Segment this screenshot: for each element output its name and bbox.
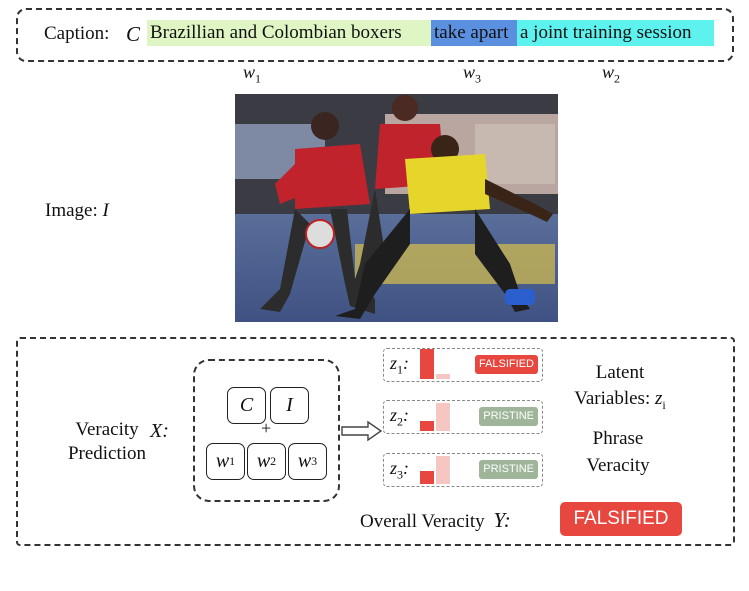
- prediction-box: [16, 337, 735, 546]
- word-label-w2: w2: [602, 62, 621, 86]
- latent-row-z1: z1: FALSIFIED: [383, 348, 543, 382]
- input-group-box: [193, 359, 340, 502]
- caption-symbol: C: [126, 22, 141, 46]
- caption-box: [16, 8, 734, 62]
- latent-variables-label: Latent Variables: zi: [574, 362, 666, 412]
- bar-light: [436, 456, 450, 484]
- bar-light: [436, 374, 450, 379]
- caption-phrase-1: Brazillian and Colombian boxers: [147, 20, 431, 46]
- overall-veracity-label: Overall Veracity Y:: [360, 508, 511, 532]
- plus-sign: +: [261, 418, 272, 438]
- image-input-box: I: [270, 387, 309, 424]
- caption-phrase-2: take apart: [431, 20, 517, 46]
- badge-pristine: PRISTINE: [479, 460, 538, 479]
- bar-light: [436, 403, 450, 431]
- latent-row-z3: z3: PRISTINE: [383, 453, 543, 487]
- bar-strong: [420, 421, 434, 431]
- bar-strong: [420, 349, 434, 379]
- veracity-prediction-label: Veracity Prediction: [67, 419, 147, 464]
- handball-photo: [235, 94, 558, 322]
- input-symbol: X:: [150, 420, 169, 442]
- word-label-w3: w3: [463, 62, 482, 86]
- arrow-icon: [341, 420, 383, 442]
- word-label-w1: w1: [243, 62, 262, 86]
- phrase-veracity-label: Phrase Veracity: [586, 428, 650, 476]
- bar-strong: [420, 471, 434, 484]
- overall-falsified-badge: FALSIFIED: [560, 502, 682, 536]
- caption-phrase-3: a joint training session: [517, 20, 714, 46]
- badge-pristine: PRISTINE: [479, 407, 538, 426]
- caption-input-box: C: [227, 387, 266, 424]
- image-label: Image: I: [45, 200, 109, 221]
- badge-falsified: FALSIFIED: [474, 355, 538, 374]
- caption-label: Caption:: [44, 23, 110, 44]
- latent-row-z2: z2: PRISTINE: [383, 400, 543, 434]
